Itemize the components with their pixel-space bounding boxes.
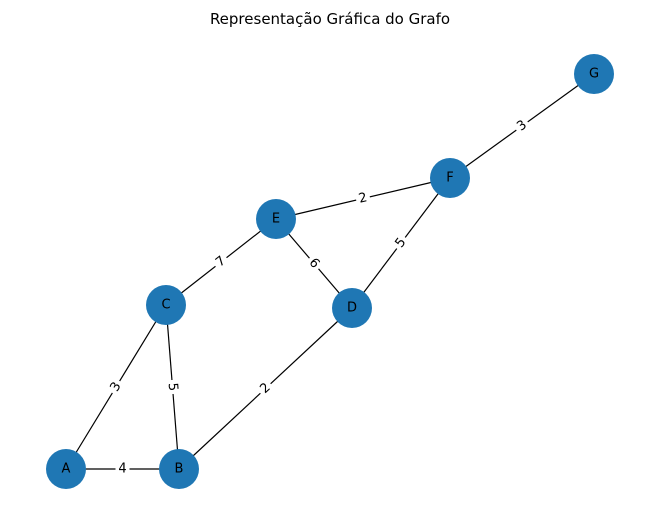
edge-label-background <box>210 251 232 273</box>
node-C: C <box>146 285 186 325</box>
node-label: G <box>589 67 599 82</box>
node-F: F <box>430 158 470 198</box>
node-circle <box>574 54 614 94</box>
node-circle <box>159 449 199 489</box>
edge-label-B-D: 2 <box>254 377 277 400</box>
edge-label-A-B: 4 <box>115 461 130 477</box>
node-label: F <box>446 171 453 186</box>
node-A: A <box>46 449 86 489</box>
node-circle <box>332 288 372 328</box>
edge-label-background <box>105 376 127 398</box>
node-D: D <box>332 288 372 328</box>
edge-label-background <box>115 461 130 477</box>
edge-label-B-C: 5 <box>163 379 182 395</box>
node-E: E <box>256 199 296 239</box>
graph-title: Representação Gráfica do Grafo <box>210 10 450 28</box>
node-label: D <box>347 301 357 316</box>
node-label: E <box>272 212 280 227</box>
edge-label-E-F: 2 <box>354 189 372 208</box>
nodes-layer: A B C D E F G <box>46 54 614 489</box>
edges-layer <box>65 73 595 470</box>
edge-label-background <box>303 252 325 275</box>
edge-label-F-G: 3 <box>511 115 533 137</box>
edge-label-C-E: 7 <box>210 251 232 273</box>
edge-weight-text: 4 <box>118 462 126 477</box>
edge-label-background <box>354 189 372 208</box>
edge-label-background <box>390 232 412 254</box>
node-G: G <box>574 54 614 94</box>
node-circle <box>46 449 86 489</box>
edge-weight-text: 5 <box>165 382 181 391</box>
edge-label-background <box>163 379 182 395</box>
edge-label-background <box>254 377 277 400</box>
edge-label-D-F: 5 <box>390 232 412 254</box>
node-B: B <box>159 449 199 489</box>
node-circle <box>430 158 470 198</box>
node-label: A <box>62 462 71 477</box>
node-label: C <box>161 298 170 313</box>
node-circle <box>146 285 186 325</box>
edge-labels-layer: 4 3 5 2 7 6 5 2 3 <box>105 115 533 477</box>
edge-weight-text: 2 <box>357 190 369 206</box>
node-circle <box>256 199 296 239</box>
edge-label-background <box>511 115 533 137</box>
node-label: B <box>175 462 184 477</box>
edge-label-A-C: 3 <box>105 376 127 398</box>
edge-label-D-E: 6 <box>303 252 325 275</box>
